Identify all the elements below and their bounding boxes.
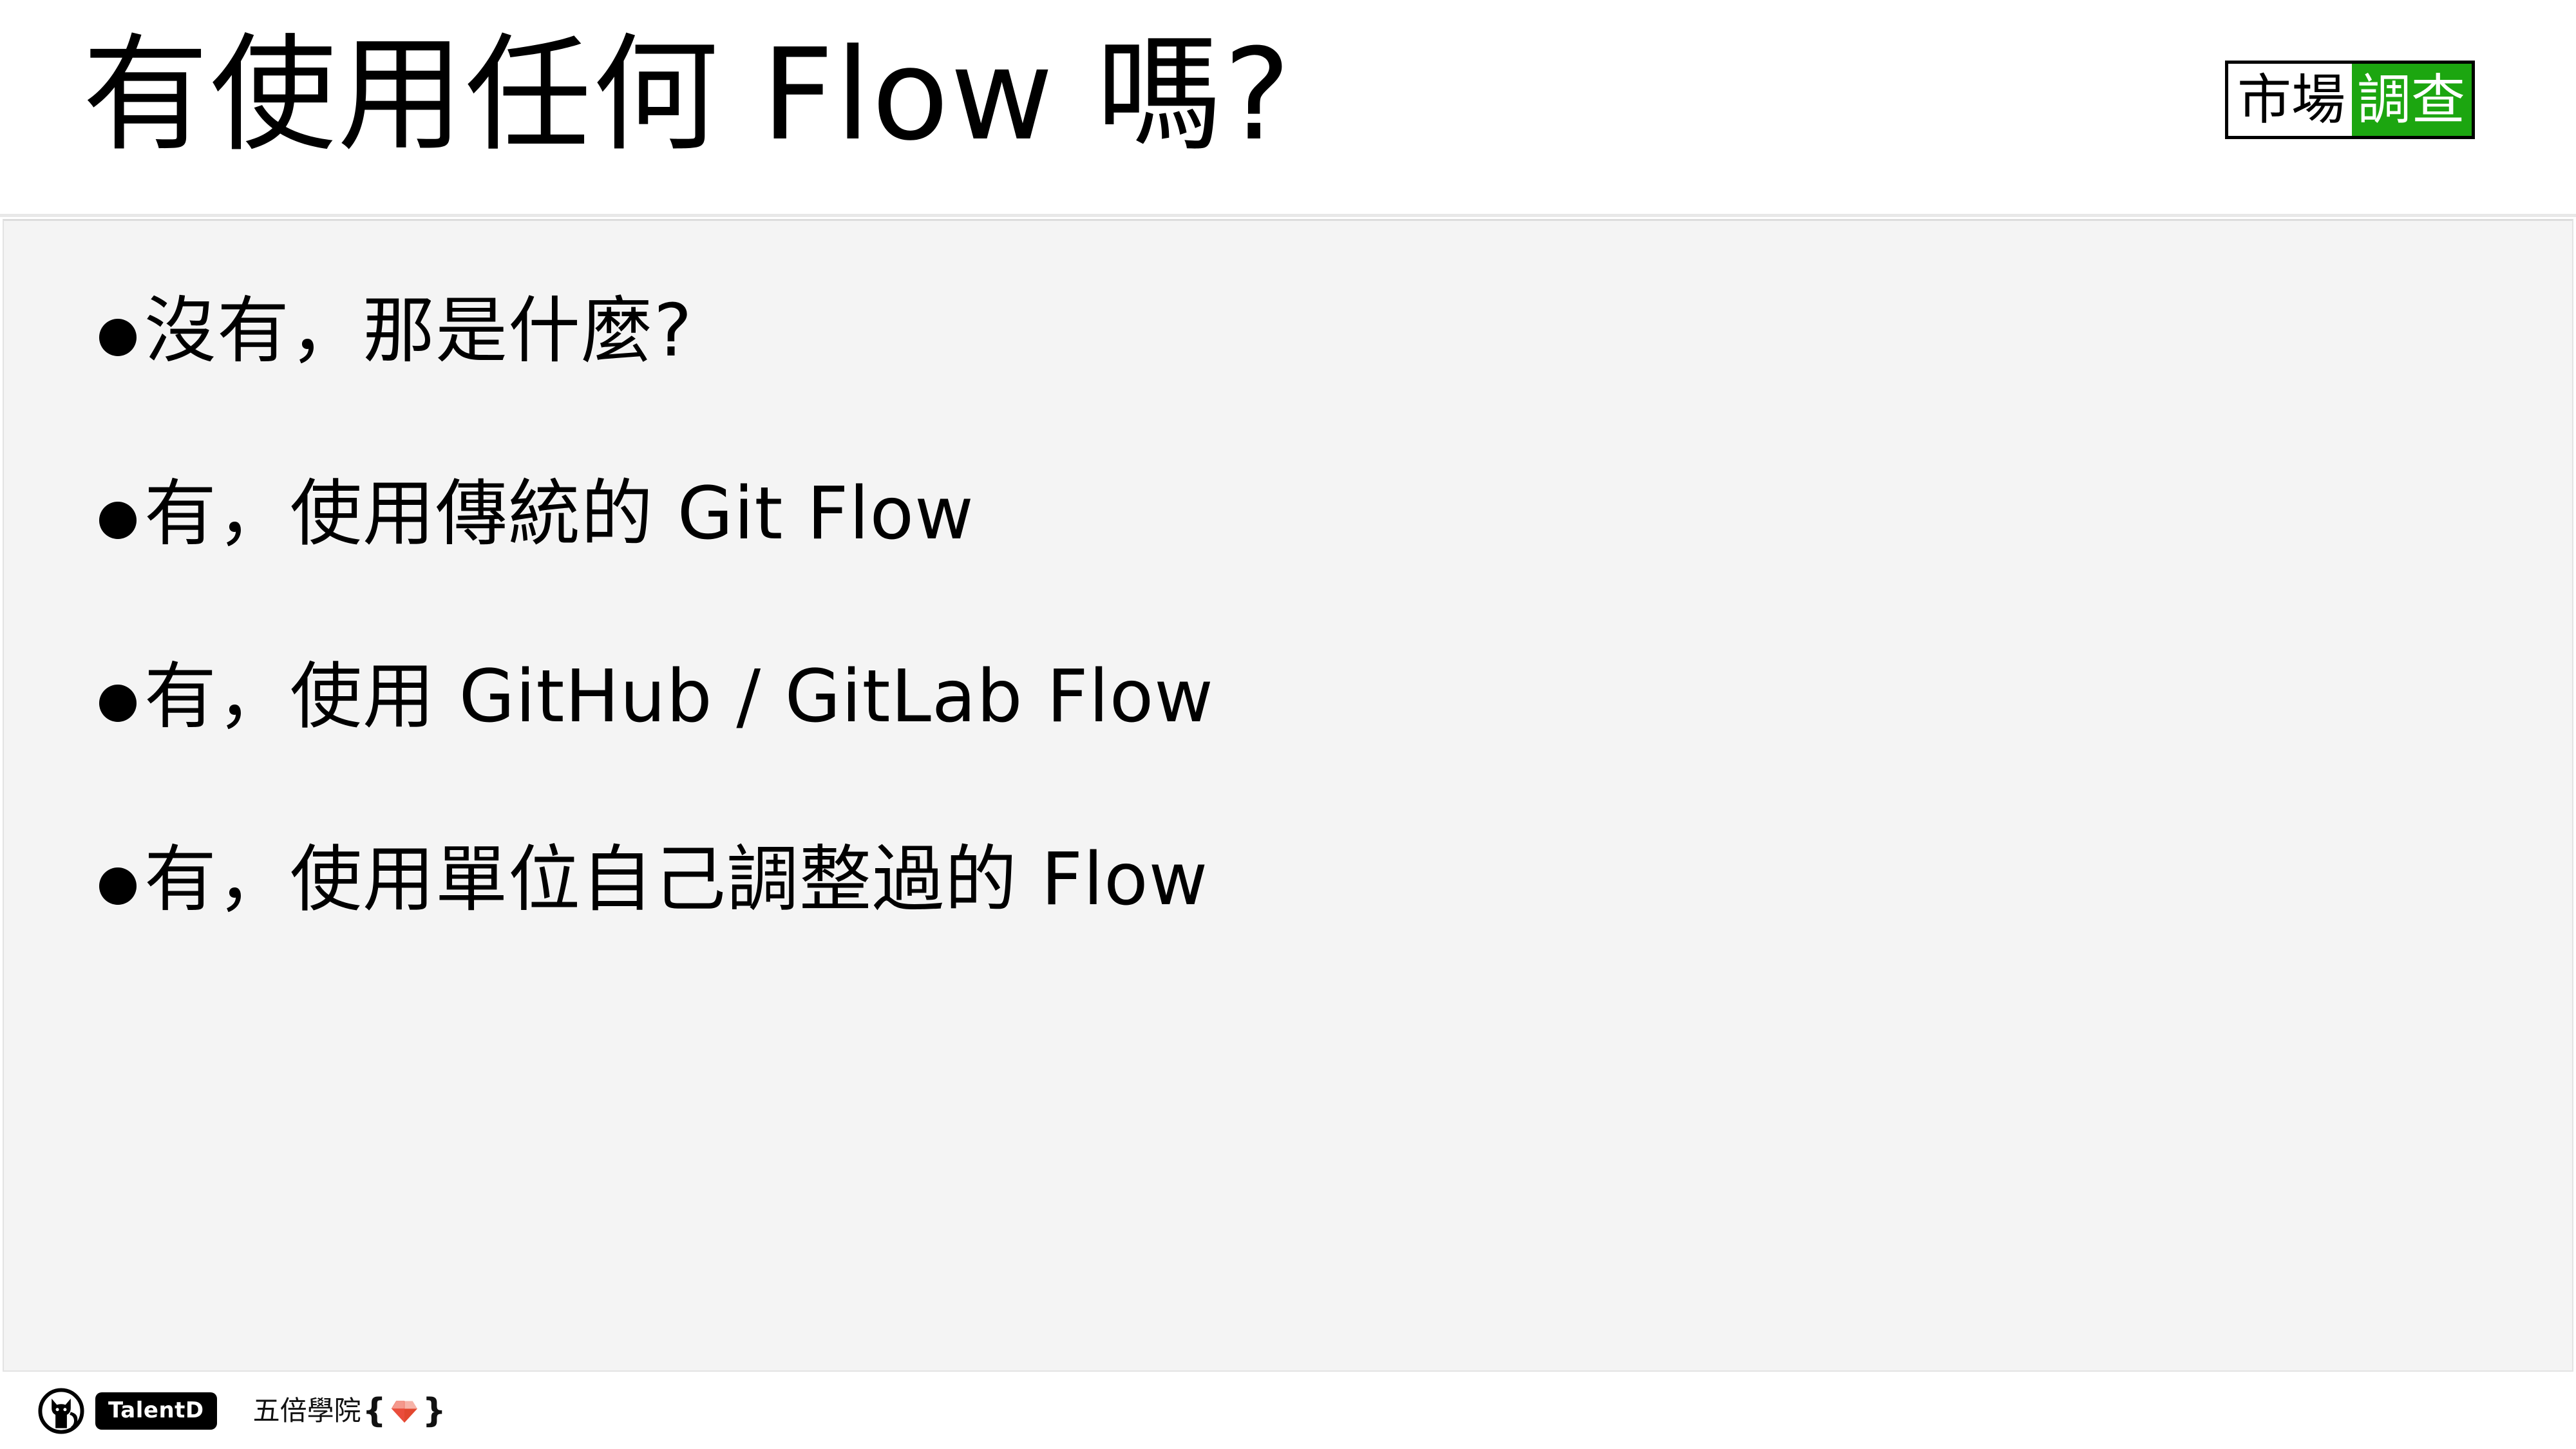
page-title: 有使用任何 Flow 嗎? — [82, 22, 1293, 169]
ruby-gem-icon — [391, 1401, 417, 1423]
academy-name-label: 五倍學院 — [252, 1395, 361, 1426]
bullet-list: 沒有，那是什麼? 有，使用傳統的 Git Flow 有，使用 GitHub / … — [4, 257, 2572, 954]
brace-open-glyph: { — [362, 1392, 386, 1430]
status-badge-accent-label: 調查 — [2352, 64, 2472, 136]
bullet-dot-icon — [99, 867, 137, 905]
list-item: 沒有，那是什麼? — [4, 257, 2572, 405]
status-badge-plain-label: 市場 — [2228, 64, 2353, 136]
bullet-dot-icon — [99, 502, 137, 539]
cat-in-circle-icon — [38, 1388, 84, 1434]
talentd-brand-badge: TalentD — [95, 1392, 217, 1430]
status-badge: 市場 調查 — [2225, 61, 2476, 139]
list-item-label: 有，使用傳統的 Git Flow — [144, 472, 974, 556]
content-panel: 沒有，那是什麼? 有，使用傳統的 Git Flow 有，使用 GitHub / … — [3, 219, 2573, 1372]
list-item: 有，使用傳統的 Git Flow — [4, 440, 2572, 588]
slide-header: 有使用任何 Flow 嗎? 市場 調查 — [0, 0, 2576, 216]
list-item: 有，使用單位自己調整過的 Flow — [4, 806, 2572, 954]
bullet-dot-icon — [99, 685, 137, 722]
list-item-label: 沒有，那是什麼? — [144, 289, 693, 373]
bullet-dot-icon — [99, 319, 137, 356]
slide-footer: TalentD 五倍學院 { } — [0, 1373, 2576, 1449]
list-item: 有，使用 GitHub / GitLab Flow — [4, 623, 2572, 771]
list-item-label: 有，使用單位自己調整過的 Flow — [144, 838, 1209, 922]
brace-close-glyph: } — [422, 1392, 446, 1430]
list-item-label: 有，使用 GitHub / GitLab Flow — [144, 655, 1214, 739]
academy-brand: 五倍學院 { } — [253, 1394, 448, 1428]
header-divider — [0, 214, 2576, 217]
